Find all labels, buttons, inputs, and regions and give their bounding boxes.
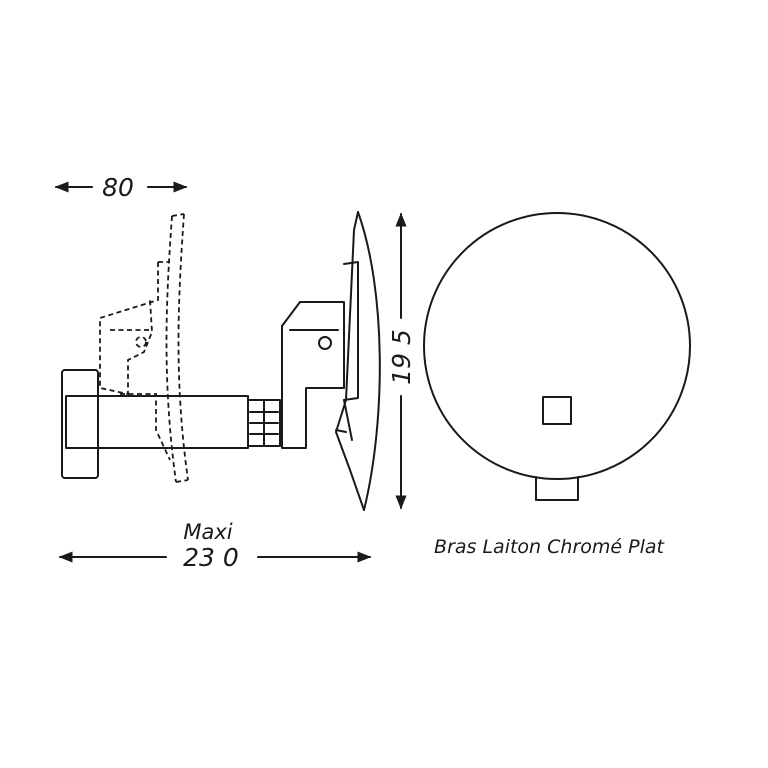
front-view-mirror (423, 212, 691, 501)
length-label: 23 0 (183, 543, 239, 572)
wall-plate (61, 369, 99, 479)
hinge-head (281, 261, 359, 449)
hinge-screw (318, 336, 332, 350)
height-label: 19 5 (387, 329, 416, 385)
mirror-disc (423, 212, 691, 480)
depth-label: 80 (102, 173, 134, 202)
folded-mirror-outline (99, 213, 189, 483)
mirror-pivot-square (542, 396, 572, 425)
arm-body (65, 395, 281, 449)
mirror-profile (335, 211, 381, 511)
depth-dimension: 80 (54, 173, 188, 202)
product-caption: Bras Laiton Chromé Plat (434, 536, 665, 558)
mirror-stem (535, 476, 579, 501)
length-dimension: Maxi 23 0 (58, 520, 372, 572)
height-dimension: 19 5 (387, 212, 416, 510)
length-caption: Maxi (183, 520, 232, 544)
